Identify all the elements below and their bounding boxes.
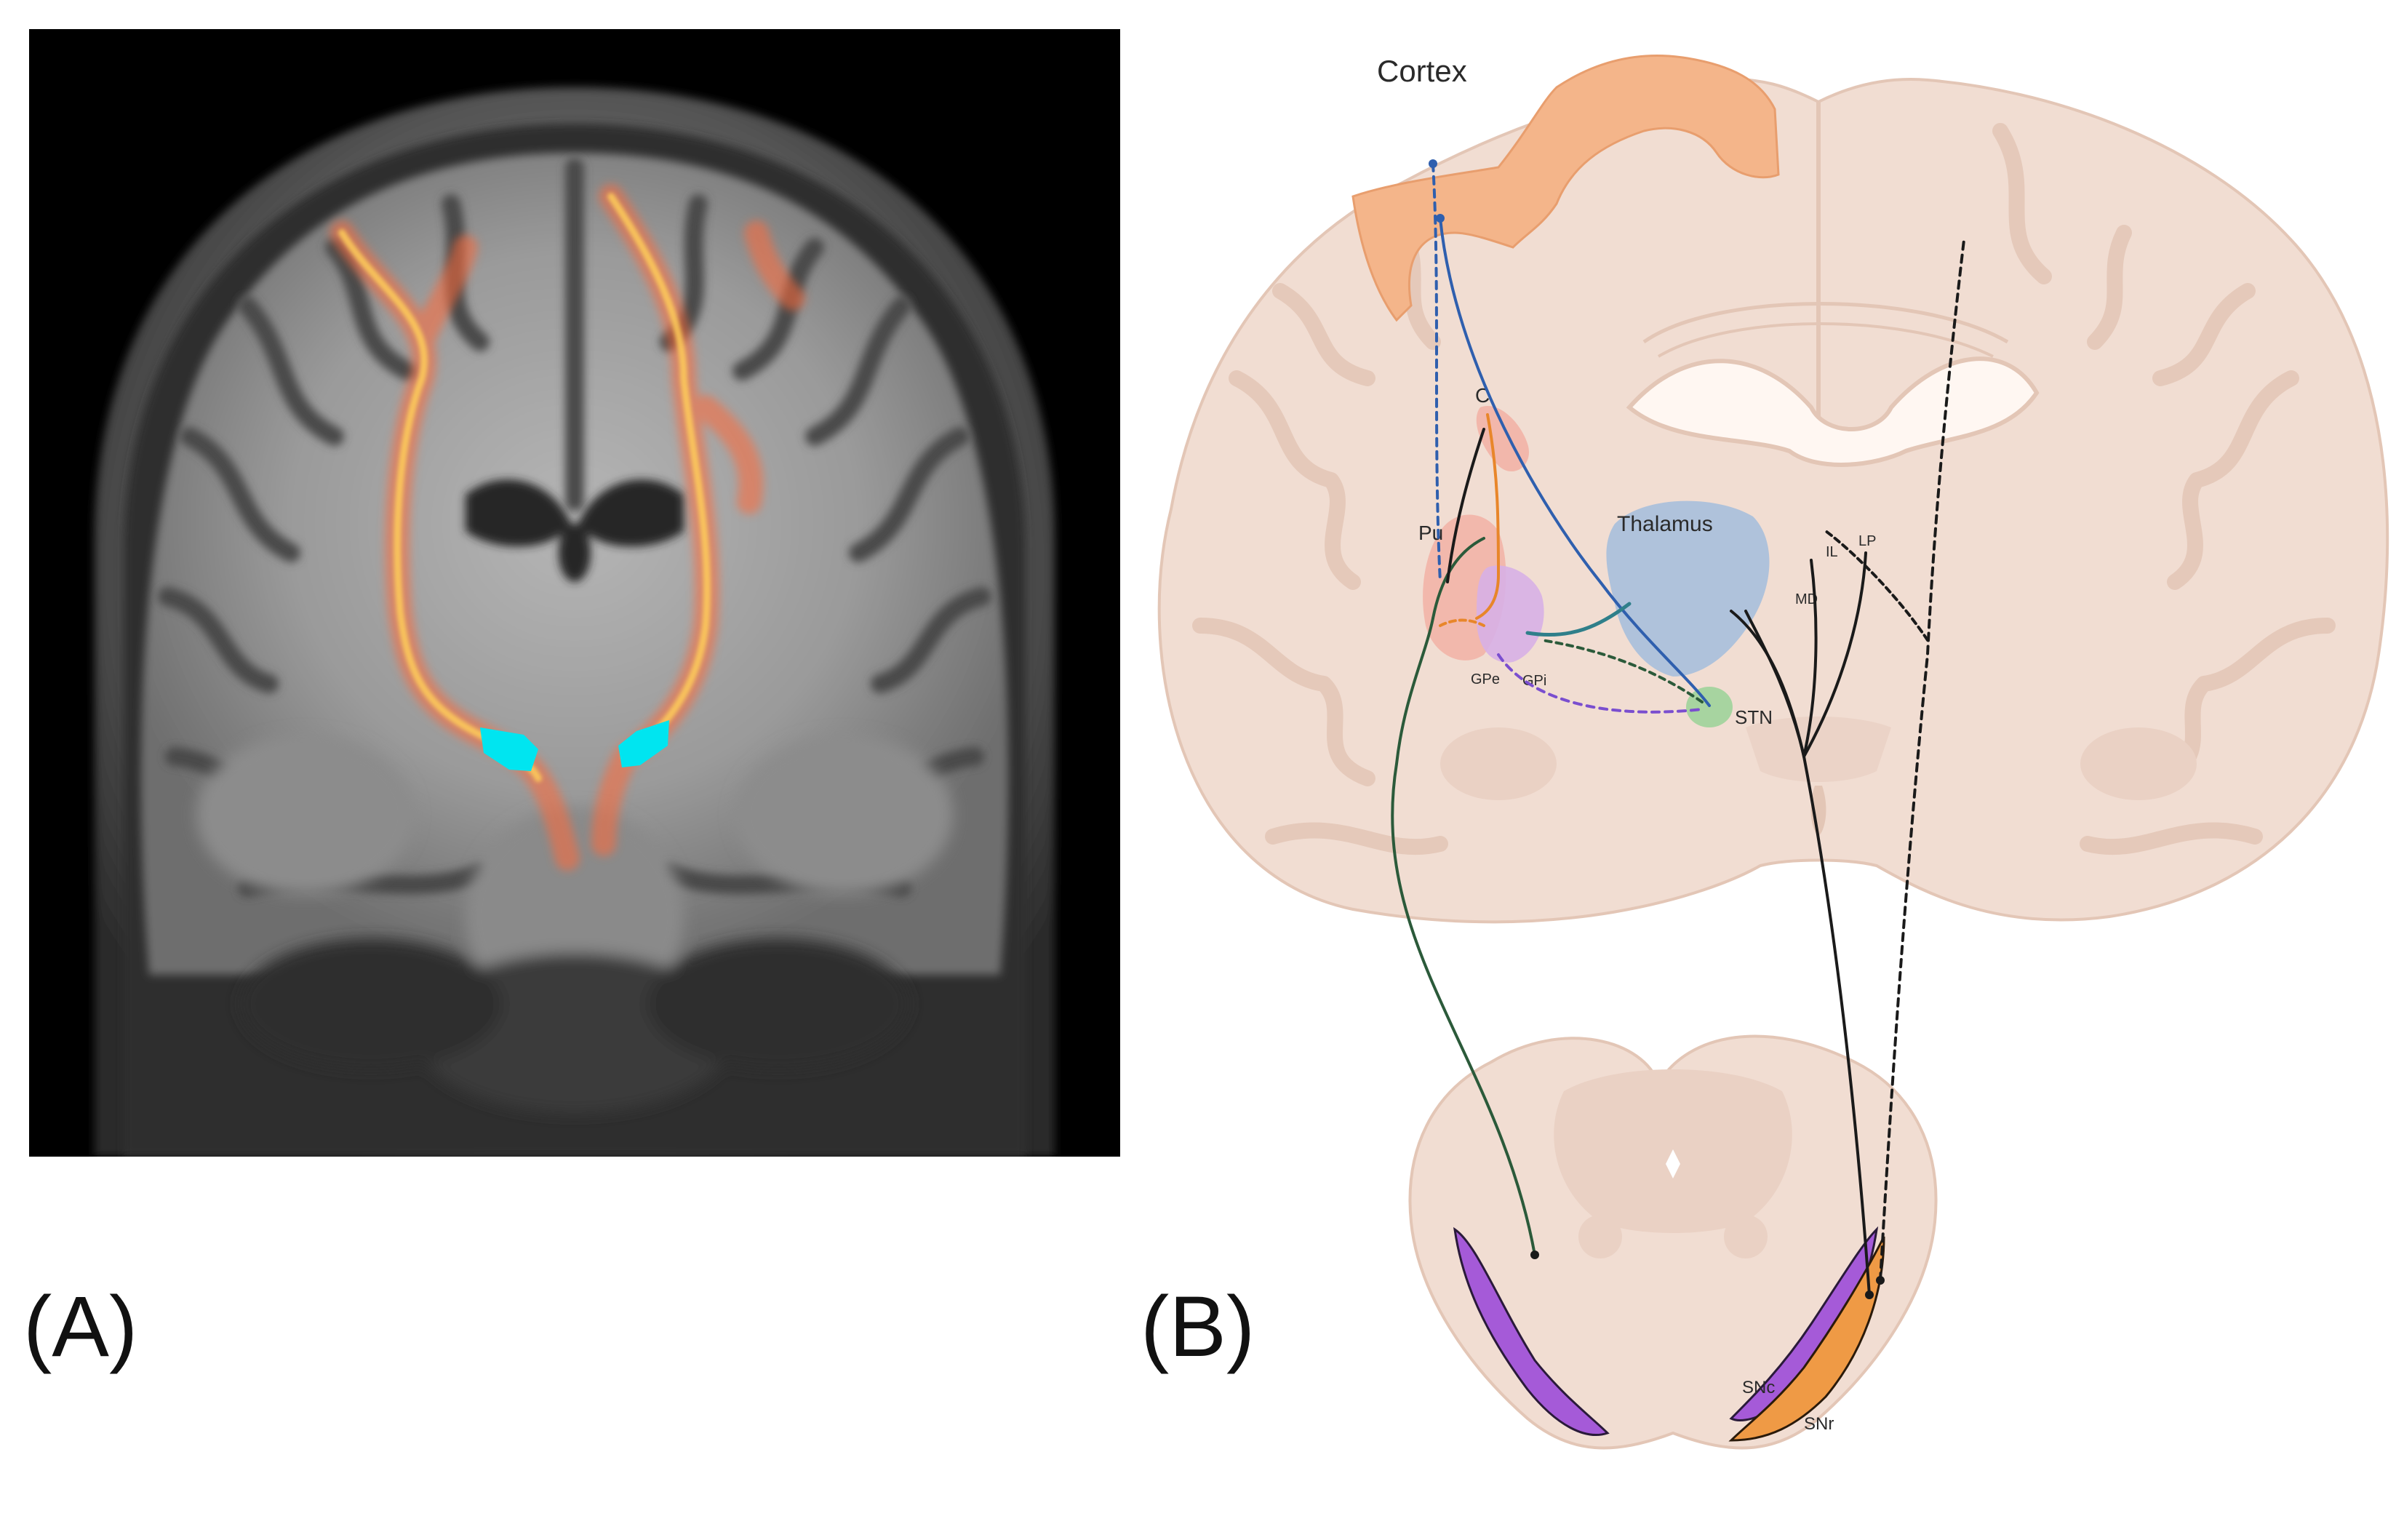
label-thalamus: Thalamus bbox=[1617, 512, 1713, 536]
midbrain-section bbox=[1408, 1034, 1938, 1450]
label-snc: SNc bbox=[1742, 1378, 1775, 1397]
label-lp: LP bbox=[1858, 533, 1876, 549]
thalamic-output-path bbox=[1525, 602, 1632, 637]
mri-image bbox=[29, 29, 1120, 1157]
target-region-left bbox=[480, 727, 538, 771]
label-cortex: Cortex bbox=[1377, 54, 1467, 88]
corticostriatal-path bbox=[1431, 162, 1442, 583]
brain-coronal-section bbox=[1157, 78, 2389, 924]
nigrostriatal-path bbox=[1391, 617, 1536, 1256]
gpe-orange-dashed bbox=[1439, 618, 1485, 627]
globus-pallidus bbox=[1477, 565, 1544, 663]
label-snr: SNr bbox=[1804, 1414, 1834, 1434]
label-il: IL bbox=[1826, 544, 1838, 560]
nigral-dashed-path bbox=[1879, 239, 1965, 1282]
label-stn: STN bbox=[1735, 706, 1773, 728]
label-gpe: GPe bbox=[1471, 671, 1500, 687]
thalamus bbox=[1606, 500, 1770, 677]
snc-left bbox=[1453, 1226, 1610, 1436]
thalamic-dashed-path bbox=[1824, 530, 1929, 642]
circuit-diagram: Cortex C Pu GPe GPi Thalamus STN IL LP M… bbox=[1157, 54, 2389, 1450]
pathways bbox=[1391, 159, 1965, 1299]
snr-right bbox=[1728, 1236, 1885, 1442]
mri-panel bbox=[29, 29, 1120, 1157]
label-md: MD bbox=[1795, 591, 1818, 607]
panel-label-a: (A) bbox=[23, 1279, 138, 1375]
stn-gpi-green-dashed bbox=[1541, 639, 1704, 703]
circuit-diagram-panel: Cortex C Pu GPe GPi Thalamus STN IL LP M… bbox=[1091, 0, 2404, 1536]
striatal-orange-path bbox=[1475, 413, 1501, 620]
gpe-stn-purple-dashed bbox=[1497, 653, 1704, 714]
target-region-right bbox=[618, 720, 669, 767]
cortex-region bbox=[1351, 54, 1780, 322]
panel-label-b: (B) bbox=[1141, 1279, 1255, 1375]
cortico-stn-path bbox=[1439, 217, 1711, 707]
